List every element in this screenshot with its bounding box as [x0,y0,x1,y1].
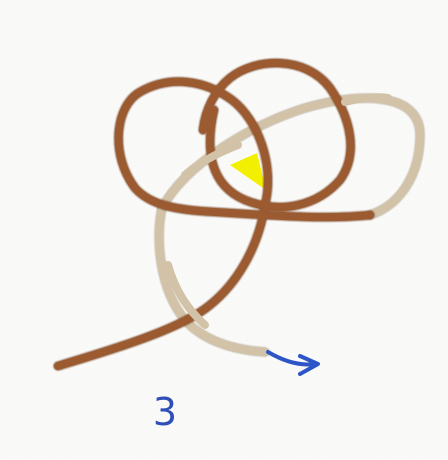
step-number: 3 [145,392,185,432]
tan-cord-over-segment-2 [345,97,388,102]
